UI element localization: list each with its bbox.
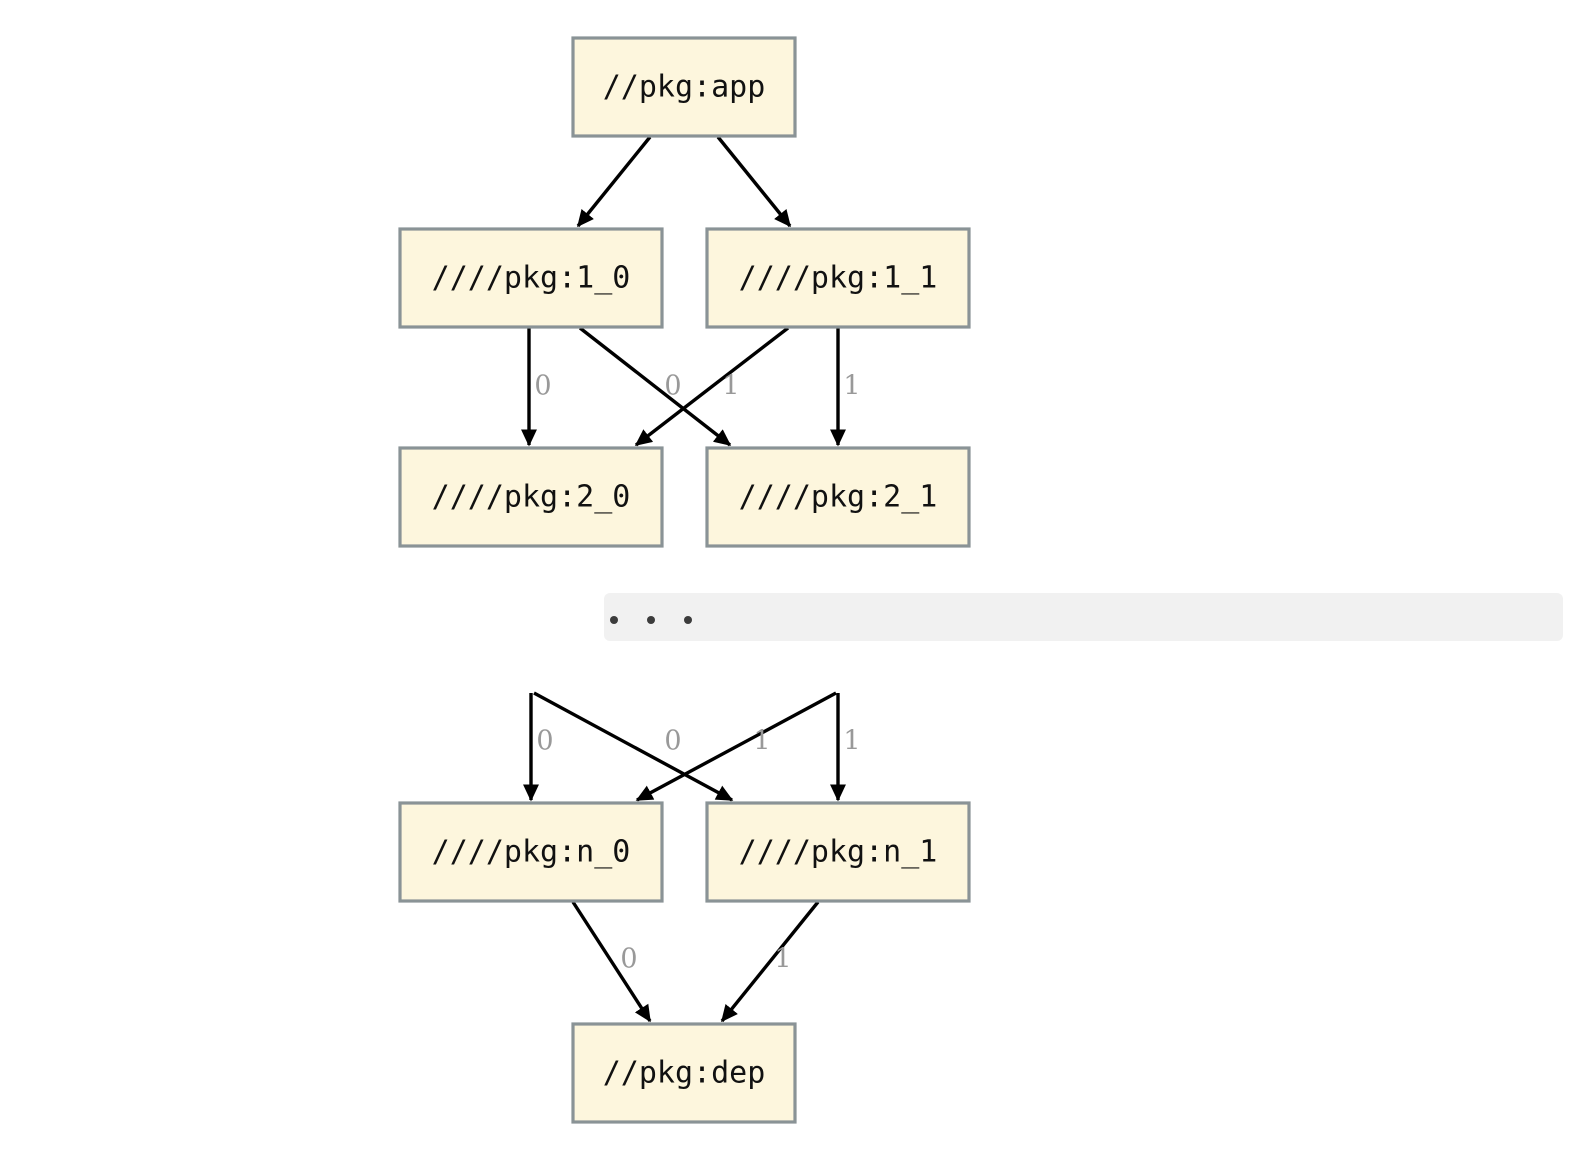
- node-box-nn_0[interactable]: [398, 801, 664, 903]
- edge-label-ell-to-n_0: 0: [536, 726, 553, 757]
- node-box-nn_1[interactable]: [705, 801, 971, 903]
- node-label-n2_1: ////pkg:2_1: [739, 480, 938, 515]
- node-label-nn_1: ////pkg:n_1: [739, 835, 938, 870]
- edge-label-n_0-to-dep: 0: [620, 944, 637, 975]
- node-label-n1_0: ////pkg:1_0: [432, 261, 631, 296]
- node-app[interactable]: //pkg:app: [571, 36, 797, 138]
- node-label-nn_0: ////pkg:n_0: [432, 835, 631, 870]
- edge-app-to-1_0: [576, 135, 652, 228]
- edge-n_0-to-dep: [571, 901, 652, 1023]
- node-box-app[interactable]: [571, 36, 797, 138]
- ellipsis-band: [604, 593, 1563, 641]
- ellipsis-separator: [604, 593, 1563, 641]
- node-n1_1[interactable]: ////pkg:1_1: [705, 227, 971, 329]
- edges-layer: [521, 135, 846, 1023]
- edge-1_1-to-2_0: [634, 326, 790, 447]
- edge-ell-to-n_1: [533, 691, 734, 802]
- node-nn_0[interactable]: ////pkg:n_0: [398, 801, 664, 903]
- node-box-n2_1[interactable]: [705, 446, 971, 548]
- node-nn_1[interactable]: ////pkg:n_1: [705, 801, 971, 903]
- node-box-n1_0[interactable]: [398, 227, 664, 329]
- node-label-app: //pkg:app: [603, 70, 766, 105]
- node-box-dep[interactable]: [571, 1022, 797, 1124]
- node-box-n2_0[interactable]: [398, 446, 664, 548]
- node-dep[interactable]: //pkg:dep: [571, 1022, 797, 1124]
- ellipsis-dot-0: [610, 616, 618, 624]
- edge-label-1_1-to-2_0: 1: [722, 371, 739, 402]
- node-label-n2_0: ////pkg:2_0: [432, 480, 631, 515]
- node-n1_0[interactable]: ////pkg:1_0: [398, 227, 664, 329]
- edge-1_0-to-2_1: [578, 326, 732, 447]
- edge-label-1_0-to-2_1: 0: [664, 371, 681, 402]
- edge-label-ell2-to-n_0: 1: [753, 726, 770, 757]
- edge-label-1_0-to-2_0: 0: [534, 371, 551, 402]
- node-n2_1[interactable]: ////pkg:2_1: [705, 446, 971, 548]
- edge-n_1-to-dep: [720, 900, 820, 1023]
- node-label-dep: //pkg:dep: [603, 1056, 766, 1091]
- ellipsis-dot-1: [647, 616, 655, 624]
- edge-label-1_1-to-2_1: 1: [843, 371, 860, 402]
- ellipsis-dot-2: [684, 616, 692, 624]
- edge-ell2-to-n_0: [635, 691, 837, 802]
- nodes-layer: //pkg:app ////pkg:1_0 ////pkg:1_1 ////pkg:2…: [398, 36, 971, 1124]
- node-box-n1_1[interactable]: [705, 227, 971, 329]
- edge-label-ell-to-n_1: 0: [664, 726, 681, 757]
- edge-label-n_1-to-dep: 1: [774, 944, 791, 975]
- node-n2_0[interactable]: ////pkg:2_0: [398, 446, 664, 548]
- edge-label-ell2-to-n_1: 1: [843, 726, 860, 757]
- edge-app-to-1_1: [716, 135, 792, 228]
- node-label-n1_1: ////pkg:1_1: [739, 261, 938, 296]
- edge-labels-layer: 0 0 1 1 0 0 1 1 0 1: [534, 371, 860, 975]
